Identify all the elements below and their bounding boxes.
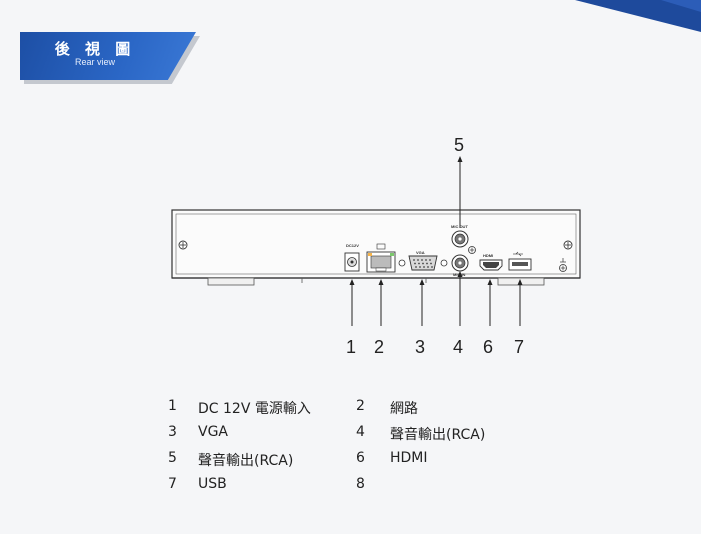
rear-panel-diagram: DC12V VGA MIC OUT MIC IN [171,135,581,357]
network-icon [376,243,386,250]
ground-screw-icon [468,246,476,254]
legend-text: DC 12V 電源輸入 [198,401,311,417]
banner-title: 後 視 圖 [54,40,136,58]
legend-text: HDMI [390,450,428,466]
callout-number: 7 [514,337,524,357]
usb-port [508,251,532,271]
legend-text: 聲音輸出(RCA) [390,427,486,443]
vga-port-label: VGA [416,250,425,255]
legend-number: 1 [168,398,177,414]
callout-lines [349,156,523,326]
legend-number: 6 [356,450,365,466]
banner-subtitle: Rear view [74,57,115,67]
legend-text: USB [198,476,227,492]
dc-power-port: DC12V [344,243,360,272]
legend-text: 聲音輸出(RCA) [198,453,294,469]
hdmi-port: HDMI [479,253,503,271]
legend-text: VGA [198,424,229,440]
legend-number: 5 [168,450,177,466]
legend-number: 4 [356,424,365,440]
corner-decoration-inner [661,0,701,12]
legend-number: 8 [356,476,365,492]
chassis [171,209,581,286]
callout-number: 2 [374,337,384,357]
dc-port-label: DC12V [346,243,359,248]
hdmi-port-label: HDMI [483,253,493,258]
section-banner: 後 視 圖 Rear view [20,32,200,84]
lan-port [366,243,396,273]
callout-number: 3 [415,337,425,357]
callout-number: 6 [483,337,493,357]
legend-number: 2 [356,398,365,414]
legend-text: 網路 [390,401,418,417]
screw-icon [563,240,573,250]
legend-number: 7 [168,476,177,492]
ground-icon [559,258,567,272]
banner-background [20,32,196,80]
callout-number: 1 [346,337,356,357]
vga-port: VGA [398,250,448,271]
callout-number: 5 [454,135,464,155]
usb-icon [513,251,523,257]
screw-icon [178,240,188,250]
legend-number: 3 [168,424,177,440]
callout-number: 4 [453,337,463,357]
